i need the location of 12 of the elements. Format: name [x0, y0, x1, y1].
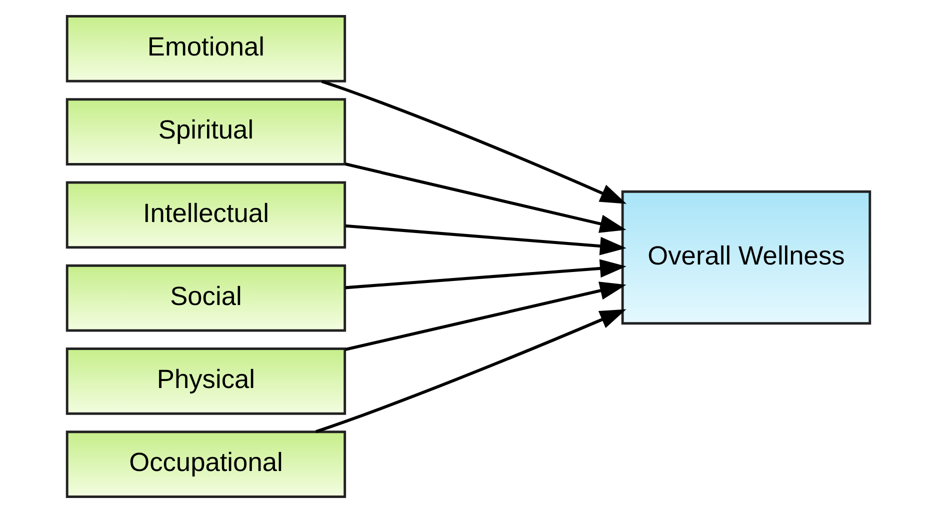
arrow	[314, 309, 626, 434]
node-box: Occupational	[65, 430, 346, 498]
arrow	[344, 162, 626, 233]
node-box: Intellectual	[65, 181, 346, 249]
arrow	[344, 224, 626, 256]
node-box: Overall Wellness	[620, 190, 871, 325]
node-box: Spiritual	[65, 98, 346, 166]
node-box: Physical	[65, 348, 346, 415]
node-box: Social	[65, 264, 346, 332]
arrow	[344, 282, 626, 351]
node-box: Emotional	[65, 15, 346, 82]
arrow	[344, 259, 626, 290]
